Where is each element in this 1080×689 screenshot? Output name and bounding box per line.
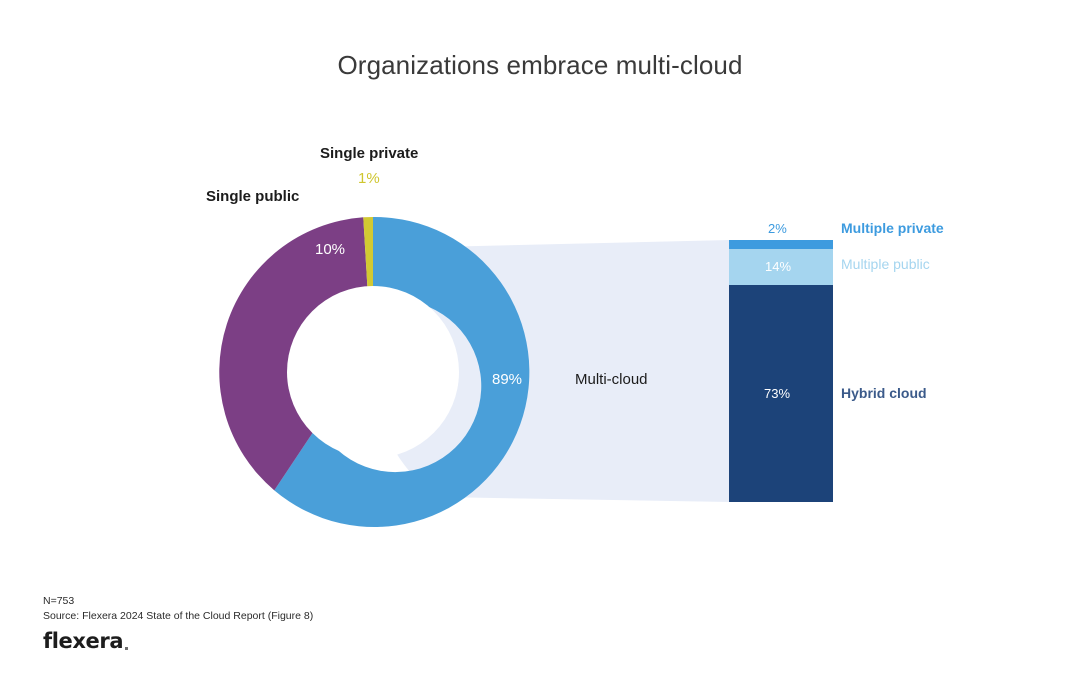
- bar-segment-multiple-public[interactable]: [729, 249, 833, 285]
- donut-hole: [287, 286, 459, 458]
- label-multicloud: Multi-cloud: [575, 371, 648, 388]
- page-title: Organizations embrace multi-cloud: [337, 50, 743, 80]
- sample-size: N=753: [43, 595, 75, 607]
- value-multiple-public: 14%: [765, 259, 792, 274]
- bar-segment-hybrid-cloud[interactable]: [729, 285, 833, 502]
- footer: N=753 Source: Flexera 2024 State of the …: [43, 594, 313, 624]
- legend-multiple-private: Multiple private: [841, 220, 944, 236]
- value-hybrid-cloud: 73%: [764, 386, 791, 401]
- value-single-private: 1%: [358, 170, 380, 187]
- donut-slice-multicloud[interactable]: [274, 216, 530, 527]
- value-multicloud: 89%: [492, 371, 523, 388]
- legend-multiple-public: Multiple public: [841, 256, 930, 272]
- logo-dot-icon: [125, 647, 129, 650]
- value-multiple-private: 2%: [768, 221, 787, 236]
- value-single-public: 10%: [315, 241, 346, 258]
- logo-text: flexera: [43, 629, 124, 653]
- source-note: Source: Flexera 2024 State of the Cloud …: [43, 610, 314, 623]
- bar-segment-multiple-private[interactable]: [729, 240, 833, 249]
- label-single-public: Single public: [206, 188, 300, 205]
- flexera-logo: flexera: [43, 629, 129, 653]
- label-single-private: Single private: [320, 145, 419, 162]
- legend-hybrid-cloud: Hybrid cloud: [841, 385, 927, 401]
- donut-slice-single-private[interactable]: [363, 217, 373, 304]
